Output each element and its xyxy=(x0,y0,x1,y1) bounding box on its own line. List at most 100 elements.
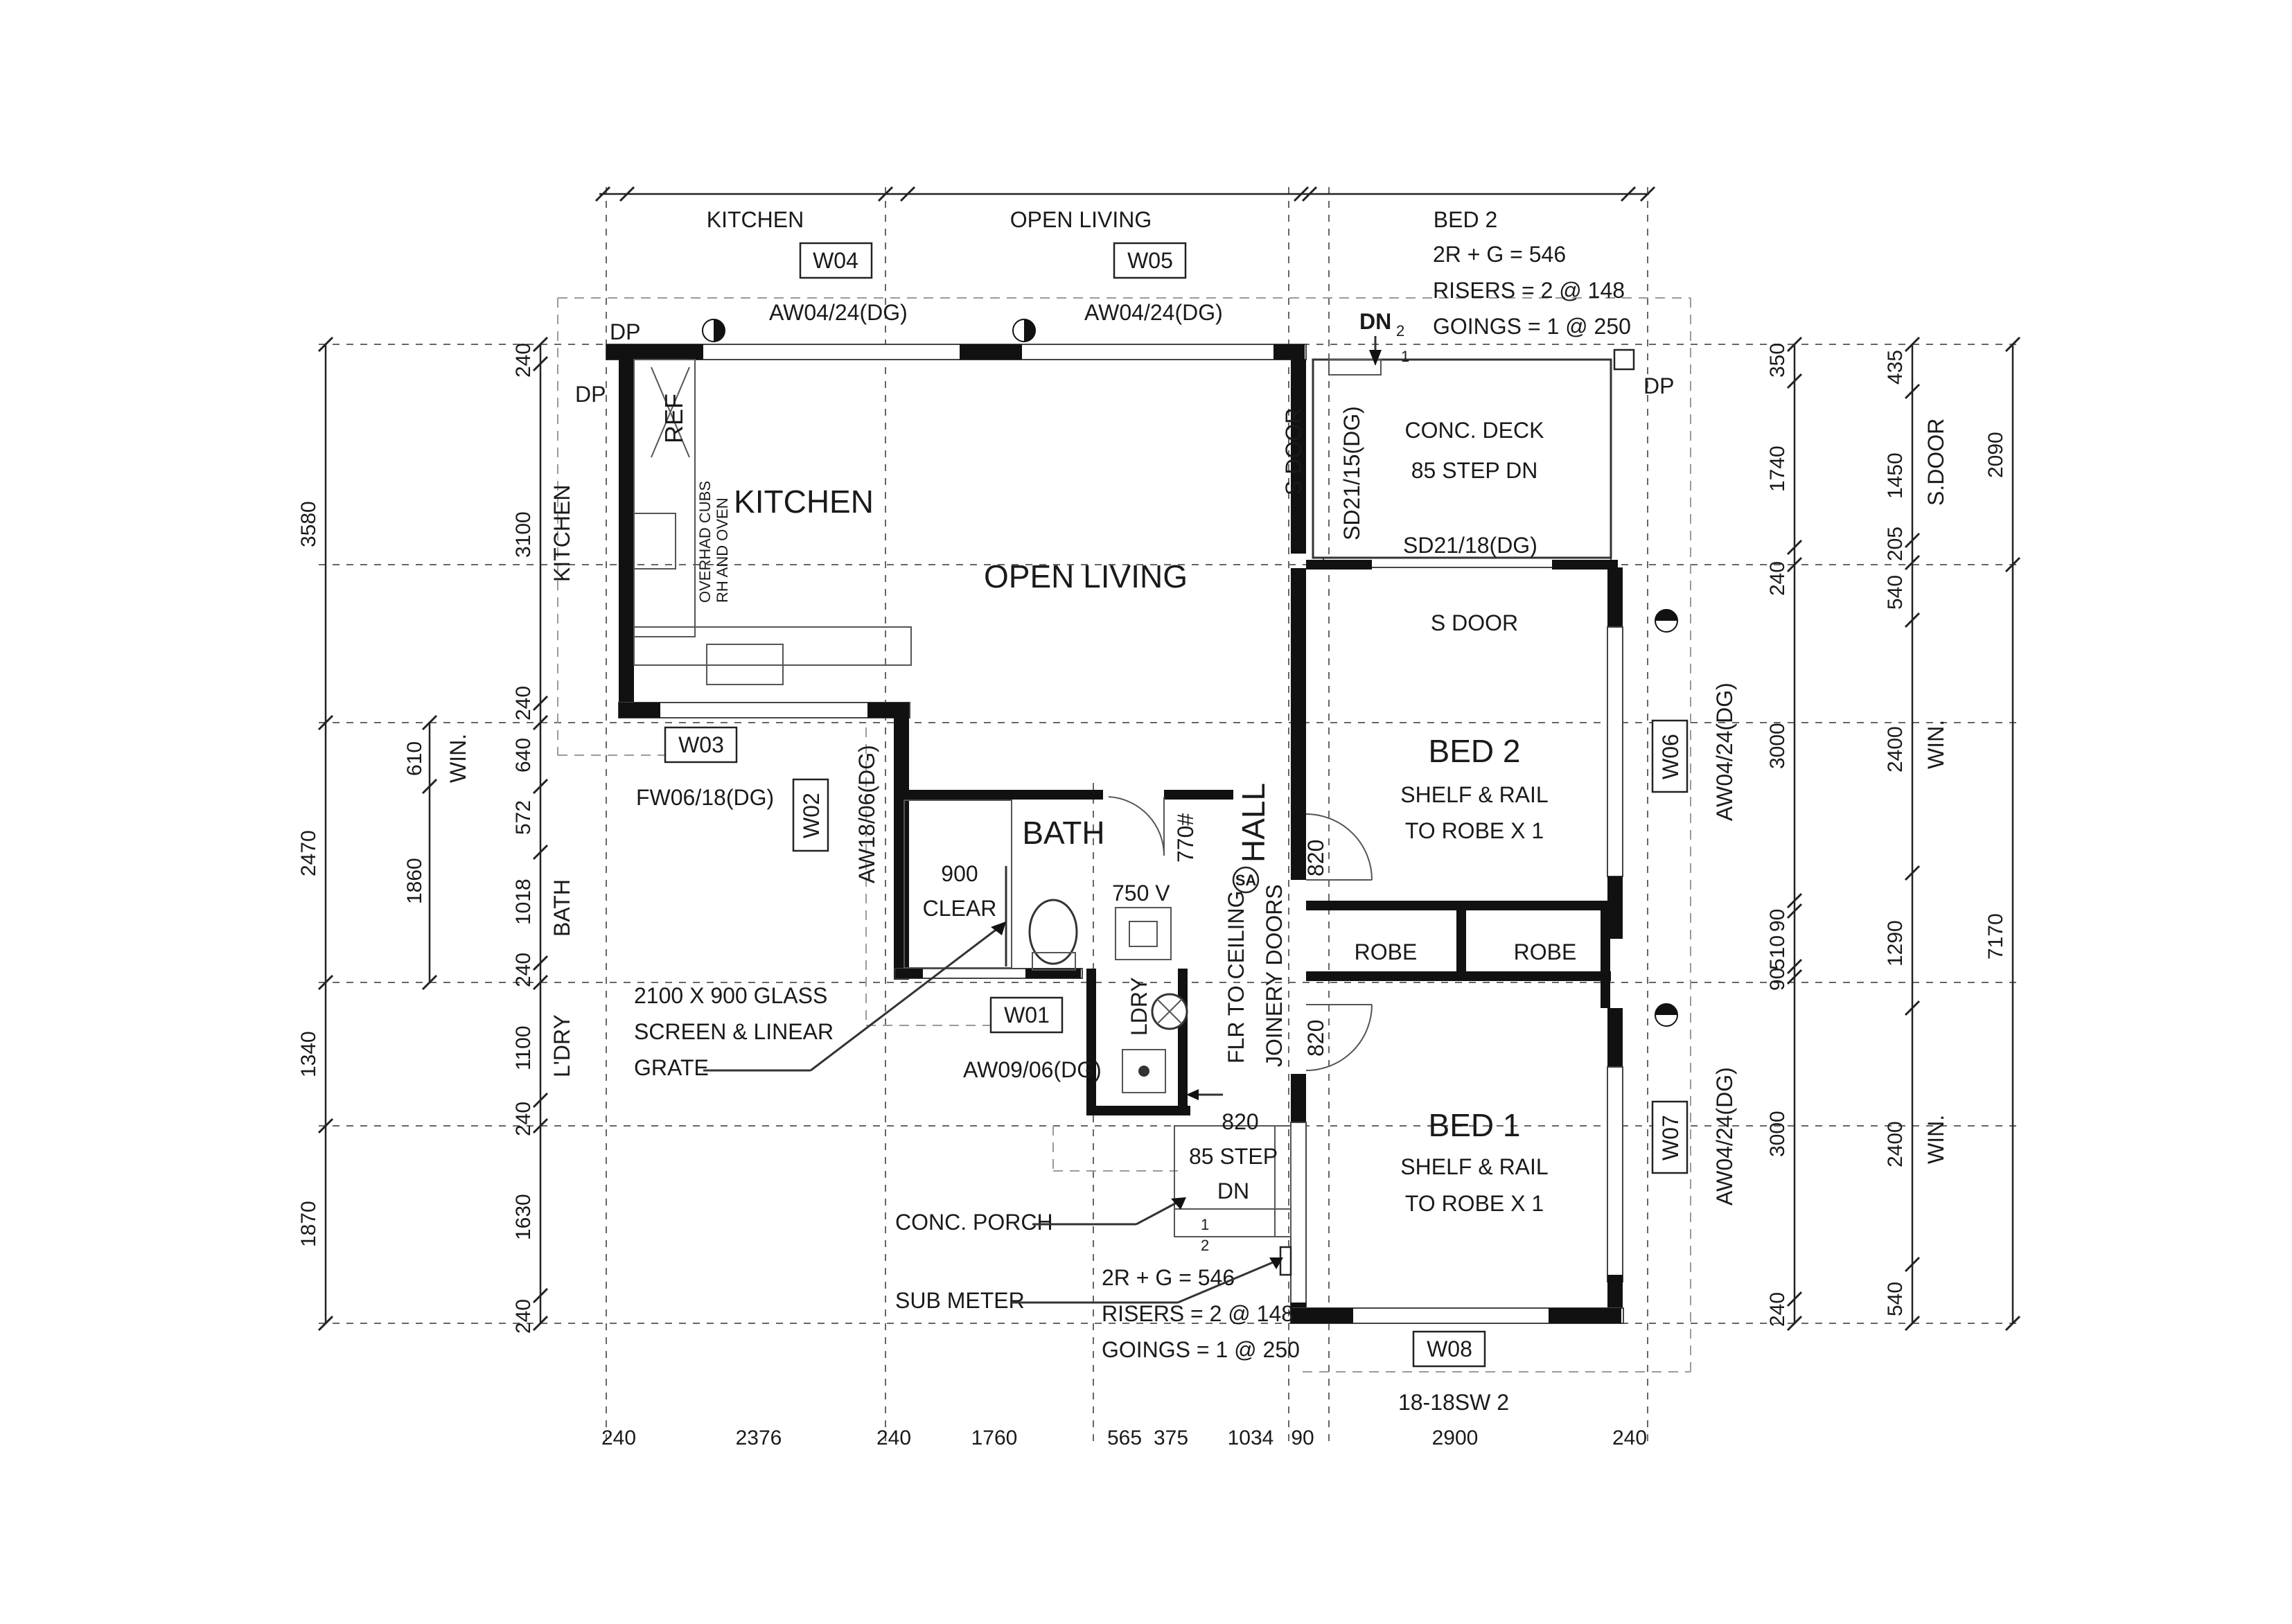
window-code-bed2: AW04/24(DG) xyxy=(1712,682,1737,821)
wall-markers xyxy=(702,319,1678,1027)
dim-right-win-bed2: WIN. xyxy=(1923,720,1948,769)
window-tag-w08: W08 xyxy=(1427,1336,1472,1361)
joinery-leader-arrow xyxy=(1186,1089,1199,1100)
bed2-sdoor-label: S DOOR xyxy=(1431,610,1518,635)
floor-to-ceiling-label: FLR TO CEILING xyxy=(1224,890,1249,1063)
stair-note-top-1: 2R + G = 546 xyxy=(1433,242,1566,267)
room-label-ldry: LDRY xyxy=(1127,977,1152,1036)
deck-label-line1: CONC. DECK xyxy=(1405,418,1544,443)
dim-left-mid-win: WIN. xyxy=(446,734,470,783)
dim-left-room-kitchen: KITCHEN xyxy=(549,485,574,582)
dim-right-b-2: 1450 xyxy=(1884,452,1907,499)
dim-right-a-3: 240 xyxy=(1766,561,1789,596)
door-820-bed1: 820 xyxy=(1303,1020,1328,1057)
dim-right-a-5: 90 xyxy=(1766,909,1789,932)
porch-steps xyxy=(1174,1125,1292,1237)
smoke-alarm-label: SA xyxy=(1235,872,1257,889)
window-code-sd2115: SD21/15(DG) xyxy=(1339,406,1364,540)
overhead-cupboards-line1: OVERHAD CUBS xyxy=(696,481,714,603)
column-heading-bed2: BED 2 xyxy=(1434,207,1497,232)
dim-bottom-4: 1760 xyxy=(971,1427,1018,1449)
meter-leader-2 xyxy=(1177,1260,1277,1304)
dim-right-b-1: 435 xyxy=(1884,350,1907,385)
dim-left-mid-1: 610 xyxy=(403,741,426,776)
dim-right-b-6: 1290 xyxy=(1884,920,1907,967)
window-tag-w01-box xyxy=(989,996,1064,1034)
deck-label-line2: 85 STEP DN xyxy=(1411,458,1538,483)
sub-meter-box xyxy=(1279,1246,1292,1276)
window-code-living: AW04/24(DG) xyxy=(1084,300,1223,325)
downpipe-label-1: DP xyxy=(610,319,640,344)
window-code-sw: 18-18SW 2 xyxy=(1398,1390,1509,1415)
dim-right-b-5: 2400 xyxy=(1884,726,1907,773)
porch-door-820: 820 xyxy=(1222,1109,1258,1134)
window-code-bed1: AW04/24(DG) xyxy=(1712,1067,1737,1206)
bed1-shelf-line2: TO ROBE X 1 xyxy=(1405,1191,1544,1216)
downpipe-label-3: DP xyxy=(1643,373,1674,398)
door-820-bed2: 820 xyxy=(1303,840,1328,876)
bed2-shelf-line1: SHELF & RAIL xyxy=(1400,782,1548,807)
dim-left-inner-1: 240 xyxy=(512,343,535,378)
window-code-aw1806: AW18/06(DG) xyxy=(854,745,879,883)
stair-note-top-3: GOINGS = 1 @ 250 xyxy=(1433,314,1631,339)
dim-left-inner-7: 240 xyxy=(512,953,535,987)
dim-bottom-3: 240 xyxy=(876,1427,911,1449)
dim-left-outer-3: 1340 xyxy=(297,1031,320,1077)
room-label-bed1: BED 1 xyxy=(1429,1107,1521,1143)
room-label-open-living: OPEN LIVING xyxy=(984,558,1188,594)
living-sdoor-label: S DOOR xyxy=(1281,408,1306,495)
dim-left-inner-9: 240 xyxy=(512,1102,535,1136)
window-tag-w03: W03 xyxy=(678,732,724,757)
deck-step xyxy=(1328,359,1382,376)
top-dimension-line xyxy=(594,186,1656,202)
dim-bottom-8: 90 xyxy=(1291,1427,1314,1449)
bed2-shelf-line2: TO ROBE X 1 xyxy=(1405,818,1544,843)
window-tag-w05: W05 xyxy=(1127,248,1173,273)
dim-bottom-9: 2900 xyxy=(1432,1427,1479,1449)
dim-left-inner-6: 1018 xyxy=(512,879,535,925)
kitchen-benches xyxy=(633,359,912,685)
window-tag-w04: W04 xyxy=(813,248,858,273)
downpipe-label-2: DP xyxy=(575,382,606,407)
dim-right-b-3: 205 xyxy=(1884,527,1907,561)
meter-leader-arrow xyxy=(1269,1257,1283,1269)
dim-left-inner-2: 3100 xyxy=(512,511,535,558)
refrigerator-label: REF xyxy=(660,394,688,443)
porch-step-number-1: 1 xyxy=(1201,1216,1209,1233)
dim-left-room-bath: BATH xyxy=(549,879,574,937)
bath-fittings xyxy=(903,800,1188,1093)
window-code-fw0618: FW06/18(DG) xyxy=(636,785,774,810)
dim-left-room-ldry: L'DRY xyxy=(549,1014,574,1077)
dim-bottom-6: 375 xyxy=(1154,1427,1188,1449)
dim-left-inner-11: 240 xyxy=(512,1299,535,1334)
window-code-kitchen: AW04/24(DG) xyxy=(769,300,908,325)
dim-bottom-1: 240 xyxy=(601,1427,636,1449)
porch-step-number-2: 2 xyxy=(1201,1237,1209,1254)
robe-label-2: ROBE xyxy=(1514,939,1577,964)
porch-step-line1: 85 STEP xyxy=(1189,1144,1278,1169)
dim-right-a-1: 350 xyxy=(1766,343,1789,378)
walls xyxy=(606,344,1624,1324)
dim-right-win-bed1: WIN. xyxy=(1923,1115,1948,1164)
deck-dn-label: DN xyxy=(1359,309,1391,334)
smoke-alarm-icon xyxy=(1232,866,1260,894)
dim-right-a-8: 3000 xyxy=(1766,1111,1789,1157)
dim-left-outer-2: 2470 xyxy=(297,830,320,876)
porch-leader-2 xyxy=(1136,1201,1179,1226)
dim-bottom-2: 2376 xyxy=(736,1427,782,1449)
window-tag-w02-box xyxy=(792,778,829,852)
door-swings xyxy=(1108,796,1373,1071)
sub-meter-label: SUB METER xyxy=(895,1288,1025,1313)
door-770-label: 770# xyxy=(1173,813,1198,863)
dim-right-a-6: 510 xyxy=(1766,935,1789,970)
shower-clear-line2: CLEAR xyxy=(923,896,997,921)
dim-left-inner-10: 1630 xyxy=(512,1194,535,1240)
room-label-bath: BATH xyxy=(1022,815,1104,851)
dim-bottom-7: 1034 xyxy=(1228,1427,1274,1449)
dim-right-c-2: 7170 xyxy=(1984,913,2007,960)
window-tag-w07-box xyxy=(1651,1100,1689,1174)
dim-left-inner-4: 640 xyxy=(512,738,535,773)
dim-right-b-4: 540 xyxy=(1884,575,1907,610)
porch-leader-arrow xyxy=(1171,1197,1186,1210)
